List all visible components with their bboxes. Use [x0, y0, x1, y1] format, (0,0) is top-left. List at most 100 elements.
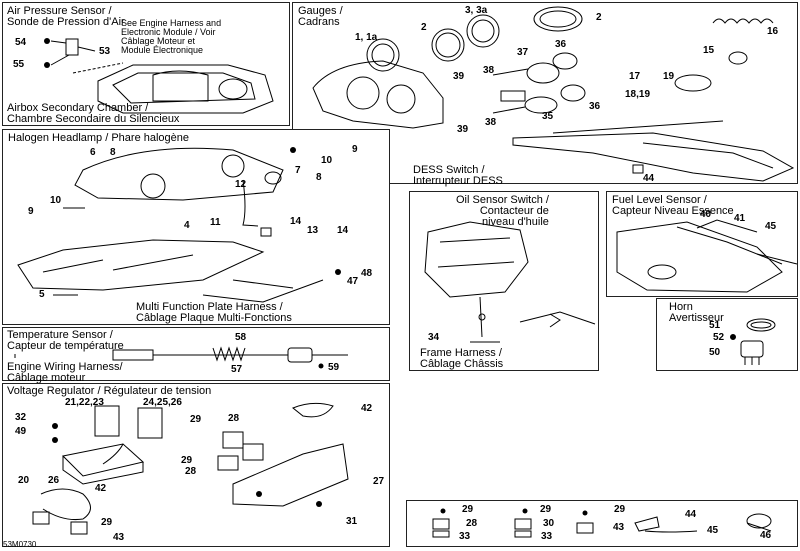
part-label: 8 — [110, 147, 116, 158]
horn-drawing — [730, 318, 776, 365]
airbox-drawing — [44, 38, 274, 114]
part-label: 29 — [540, 504, 552, 515]
part-label: 16 — [767, 26, 779, 37]
part-label: 21,22,23 — [65, 397, 104, 408]
part-label: 17 — [629, 71, 641, 82]
part-label: 2 — [421, 22, 427, 33]
harness-note: See Engine Harness and Electronic Module… — [121, 18, 222, 55]
part-label: 10 — [321, 155, 333, 166]
part-label: 45 — [765, 221, 777, 232]
part-label: 38 — [485, 117, 497, 128]
part-label: 28 — [228, 413, 240, 424]
part-label: 9 — [352, 144, 358, 155]
panel-fuel-level-sensor: Fuel Level Sensor / Capteur Niveau Essen… — [606, 191, 798, 297]
voltage-drawing — [32, 402, 349, 535]
part-label: 53 — [99, 46, 111, 57]
panel-gauges: Gauges / Cadrans DESS Switch / Interrupt… — [292, 2, 798, 187]
part-label: 34 — [428, 332, 440, 343]
part-label: 36 — [555, 39, 567, 50]
panel-caption: Multi Function Plate Harness / Câblage P… — [136, 301, 292, 324]
panel-title: Oil Sensor Switch / Contacteur de niveau… — [456, 194, 549, 228]
part-label: 4 — [184, 220, 190, 231]
part-label: 10 — [50, 195, 62, 206]
part-label: 57 — [231, 364, 243, 375]
part-label: 14 — [290, 216, 302, 227]
part-label: 38 — [483, 65, 495, 76]
part-label: 40 — [700, 209, 712, 220]
panel-caption: Frame Harness / Câblage Châssis — [420, 347, 504, 370]
panel-title: Fuel Level Sensor / Capteur Niveau Essen… — [612, 194, 734, 217]
fuel-sensor-drawing — [616, 219, 798, 293]
part-label: 36 — [589, 101, 601, 112]
part-label: 58 — [235, 332, 247, 343]
panel-horn: Horn Avertisseur 51 52 50 — [656, 298, 798, 371]
part-label: 27 — [373, 476, 385, 487]
part-label: 35 — [542, 111, 554, 122]
part-label: 5 — [39, 289, 45, 300]
temperature-drawing — [14, 346, 348, 369]
part-label: 6 — [90, 147, 96, 158]
part-label: 1, 1a — [355, 32, 378, 43]
part-label: 29 — [614, 504, 626, 515]
part-label: 3, 3a — [465, 5, 488, 16]
part-label: 44 — [643, 173, 655, 184]
hardware-drawing — [432, 508, 772, 538]
part-label: 54 — [15, 37, 27, 48]
panel-halogen-headlamp: Halogen Headlamp / Phare halogène Multi … — [2, 129, 390, 325]
part-label: 20 — [18, 475, 30, 486]
gauges-drawing — [312, 6, 795, 182]
part-label: 43 — [613, 522, 625, 533]
part-label: 28 — [466, 518, 478, 529]
panel-temperature-sensor: Temperature Sensor / Capteur de températ… — [2, 327, 390, 384]
oil-sensor-drawing — [424, 221, 596, 343]
panel-caption: Engine Wiring Harness/ Câblage moteur — [7, 361, 123, 384]
part-label: 43 — [113, 532, 125, 543]
part-label: 2 — [596, 12, 602, 23]
part-label: 51 — [709, 320, 721, 331]
headlamp-drawing — [17, 147, 341, 303]
part-label: 9 — [28, 206, 34, 217]
panel-air-pressure-sensor: Air Pressure Sensor / Sonde de Pression … — [2, 2, 290, 126]
part-label: 29 — [190, 414, 202, 425]
part-label: 8 — [316, 172, 322, 183]
part-label: 14 — [337, 225, 349, 236]
part-label: 26 — [48, 475, 60, 486]
part-label: 47 — [347, 276, 359, 287]
part-label: 15 — [703, 45, 715, 56]
part-label: 13 — [307, 225, 319, 236]
panel-oil-sensor-switch: Oil Sensor Switch / Contacteur de niveau… — [409, 191, 599, 371]
part-label: 42 — [361, 403, 373, 414]
part-label: 39 — [453, 71, 465, 82]
panel-title: Voltage Regulator / Régulateur de tensio… — [7, 385, 212, 397]
part-label: 46 — [760, 530, 772, 541]
panel-caption: Airbox Secondary Chamber / Chambre Secon… — [7, 102, 180, 125]
part-label: 52 — [713, 332, 725, 343]
part-label: 29 — [462, 504, 474, 515]
part-label: 11 — [210, 217, 221, 228]
part-label: 48 — [361, 268, 373, 279]
part-label: 28 — [185, 466, 197, 477]
panel-title: Temperature Sensor / Capteur de températ… — [7, 329, 124, 352]
part-label: 44 — [685, 509, 697, 520]
part-label: 55 — [13, 59, 25, 70]
part-label: 45 — [707, 525, 719, 536]
part-label: 41 — [734, 213, 746, 224]
part-label: 12 — [235, 179, 247, 190]
part-label: 50 — [709, 347, 721, 358]
panel-hardware: 29 28 33 29 30 33 29 43 44 45 46 — [406, 500, 798, 547]
panel-title: Air Pressure Sensor / Sonde de Pression … — [7, 5, 125, 28]
part-label: 31 — [346, 516, 358, 527]
part-label: 24,25,26 — [143, 397, 182, 408]
part-label: 29 — [181, 455, 193, 466]
part-label: 33 — [541, 531, 553, 542]
part-label: 29 — [101, 517, 113, 528]
part-label: 42 — [95, 483, 107, 494]
panel-title: Halogen Headlamp / Phare halogène — [8, 132, 190, 144]
part-label: 33 — [459, 531, 471, 542]
part-label: 19 — [663, 71, 675, 82]
part-label: 39 — [457, 124, 469, 135]
diagram-code: 53M0730 — [3, 540, 37, 549]
part-label: 59 — [328, 362, 340, 373]
part-label: 18,19 — [625, 89, 651, 100]
part-label: 7 — [295, 165, 301, 176]
